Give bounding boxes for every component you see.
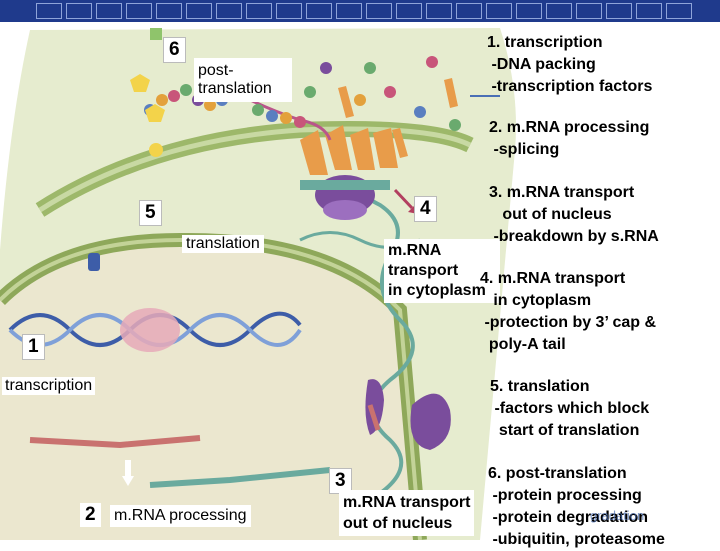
header-cell	[486, 3, 512, 19]
folded-protein	[145, 104, 165, 122]
note-transcription: 1. transcription -DNA packing -transcrip…	[487, 34, 653, 95]
note-mrna-processing: 2. m.RNA processing -splicing	[489, 119, 650, 158]
folded-protein	[130, 74, 150, 92]
export-arrow	[393, 188, 414, 210]
note-mrna-transport-cytoplasm: 4. m.RNA transport in cytoplasm -protect…	[480, 270, 657, 353]
header-cell	[456, 3, 482, 19]
trna	[350, 128, 375, 170]
step-2-number: 2	[80, 503, 101, 527]
header-cell	[396, 3, 422, 19]
gene-expression-illustration	[0, 28, 516, 540]
rna-polymerase	[120, 308, 180, 352]
mrna-processing-label: m.RNA processing	[110, 505, 251, 527]
header-cell	[186, 3, 212, 19]
trna	[373, 128, 398, 168]
header-cell	[36, 3, 62, 19]
note-post-translation: 6. post-translation -protein processing …	[488, 465, 665, 548]
free-trna	[338, 86, 354, 118]
header-cell	[126, 3, 152, 19]
header-cell	[516, 3, 542, 19]
ribosome-small-subunit	[323, 200, 367, 220]
mrna-codon-strip	[300, 180, 390, 190]
header-cell	[96, 3, 122, 19]
folded-protein	[150, 28, 162, 40]
note-translation: 5. translation -factors which block star…	[490, 378, 650, 439]
header-cell	[636, 3, 662, 19]
note-separator	[470, 95, 500, 97]
pre-mrna	[29, 435, 201, 449]
header-cell	[426, 3, 452, 19]
header-cell	[666, 3, 692, 19]
mrna-transport-cytoplasm-label: m.RNA transport in cytoplasm	[384, 239, 500, 303]
mature-mrna	[149, 467, 331, 488]
cell-membrane-inner	[38, 126, 472, 213]
mrna-transport-path	[355, 178, 415, 502]
note-mrna-transport-nucleus: 3. m.RNA transport out of nucleus -break…	[489, 184, 659, 245]
header-cell	[576, 3, 602, 19]
transcription-label: transcription	[2, 377, 96, 395]
header-cell	[216, 3, 242, 19]
folded-protein	[149, 143, 163, 157]
header-cell	[66, 3, 92, 19]
membrane-channel	[88, 253, 100, 271]
cytoplasm-mrna	[367, 404, 381, 431]
header-bar	[0, 0, 720, 22]
step-6-number: 6	[163, 37, 186, 63]
header-cell	[276, 3, 302, 19]
post-translation-label: post- translation	[194, 58, 292, 102]
translation-label: translation	[182, 235, 264, 253]
step-5-number: 5	[139, 200, 162, 226]
protein-product	[365, 379, 384, 435]
header-cell	[606, 3, 632, 19]
header-cell	[546, 3, 572, 19]
header-cell	[366, 3, 392, 19]
free-trna	[444, 78, 458, 108]
step-4-number: 4	[414, 196, 437, 222]
header-cell	[246, 3, 272, 19]
trna	[325, 125, 352, 170]
overlay-watermark-text: gradation	[590, 508, 645, 523]
trna	[300, 130, 328, 175]
nuclear-envelope-inner	[0, 237, 422, 540]
protein-product	[410, 393, 451, 450]
processing-arrow-head	[122, 476, 134, 486]
header-cell	[156, 3, 182, 19]
mrna-transport-nucleus-label: m.RNA transport out of nucleus	[339, 490, 475, 536]
header-cell	[336, 3, 362, 19]
step-1-number: 1	[22, 334, 45, 360]
header-cell	[306, 3, 332, 19]
free-trna	[392, 128, 408, 158]
